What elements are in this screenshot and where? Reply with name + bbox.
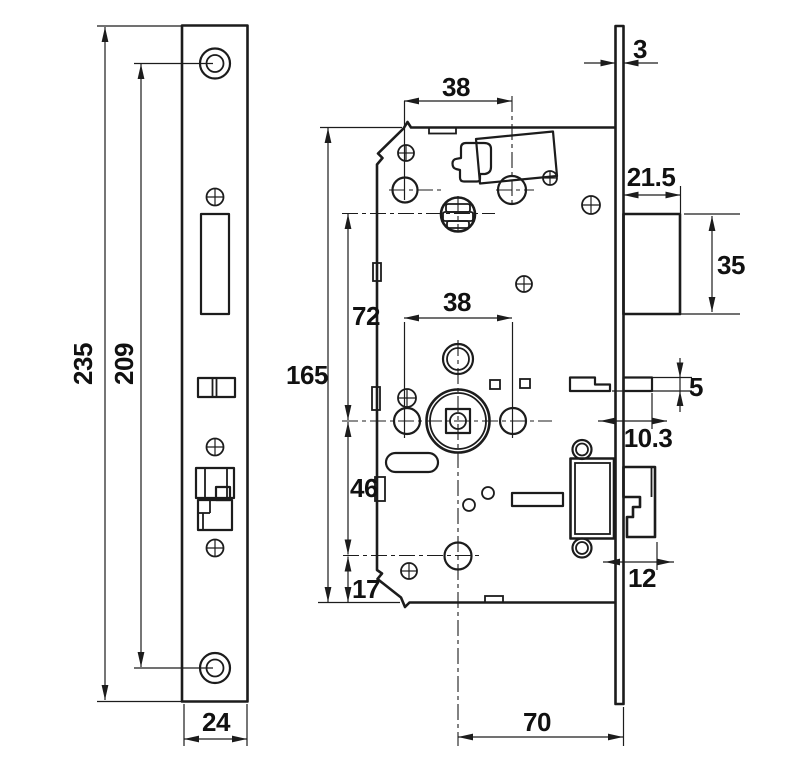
fixing-hole — [496, 174, 528, 206]
slide-bar — [510, 491, 565, 508]
small-square-port — [489, 379, 501, 390]
indicator-window — [196, 376, 237, 399]
dimension-cylinder-to-spindle: 72 — [344, 214, 380, 420]
screw-icon — [205, 187, 225, 207]
lock-body-side-view — [342, 24, 682, 746]
dimension-spindle-to-deadbolt: 46 — [344, 422, 378, 555]
lock-case-outline — [375, 120, 616, 609]
faceplate-edge-view — [614, 24, 625, 706]
spindle-follower — [425, 388, 491, 454]
deadlocking-pin-head — [622, 376, 654, 393]
screw-icon — [515, 275, 533, 293]
dim-label-body-height: 165 — [286, 360, 328, 390]
dimension-faceplate-thickness: 3 — [584, 34, 658, 67]
dimension-pin-height: 5 — [612, 358, 704, 412]
screw-icon — [581, 195, 601, 215]
dim-label-backset: 70 — [523, 707, 551, 737]
dim-label-cylinder-to-spindle: 72 — [352, 301, 380, 331]
top-tab — [428, 126, 457, 135]
dimension-backset: 70 — [458, 707, 625, 746]
screw-icon — [205, 437, 225, 457]
faceplate-front-view — [180, 24, 249, 703]
dimension-bolt-throw: 12 — [603, 542, 674, 593]
deadlocking-pin-body — [568, 376, 612, 393]
dimension-latch-height: 35 — [625, 213, 745, 315]
dim-label-latch-projection: 21.5 — [627, 162, 676, 192]
latch-cutout — [194, 466, 236, 532]
edge-tab — [372, 262, 382, 282]
edge-tab — [374, 476, 386, 502]
roller-bottom — [571, 537, 593, 559]
deadbolt-head — [622, 465, 657, 539]
pin-hole — [462, 498, 476, 512]
dim-label-spindle-spacing: 38 — [443, 287, 471, 317]
dimension-body-height: 165 — [286, 126, 402, 604]
dim-label-screw-hole-spacing: 209 — [109, 343, 139, 385]
dimension-bottom-margin: 17 — [344, 556, 380, 604]
dim-label-faceplate-height: 235 — [68, 343, 98, 385]
pin-hole — [481, 486, 495, 500]
faceplate-slot — [199, 212, 231, 316]
dim-label-faceplate-width: 24 — [202, 707, 231, 737]
dim-label-cylinder-spacing: 38 — [442, 72, 470, 102]
handle-hole-left — [392, 406, 422, 436]
screw-icon — [400, 562, 418, 580]
deadbolt-assembly — [569, 438, 657, 559]
dim-label-bolt-throw: 12 — [628, 563, 656, 593]
dimension-screw-hole-spacing: 209 — [109, 62, 213, 669]
dimension-faceplate-width: 24 — [183, 704, 248, 746]
side-view-dimensions: 38 38 165 72 46 — [286, 34, 745, 746]
dimension-pin-projection: 10.3 — [598, 393, 673, 453]
dimension-latch-projection: 21.5 — [623, 162, 682, 213]
dim-label-latch-height: 35 — [717, 250, 745, 280]
slot-cutout — [384, 451, 440, 474]
front-view-dimensions: 235 209 24 — [68, 25, 248, 746]
small-square-port — [519, 378, 531, 389]
screw-icon — [205, 538, 225, 558]
bottom-tab — [484, 595, 504, 604]
edge-tab — [371, 386, 381, 411]
dim-label-bottom-margin: 17 — [352, 574, 380, 604]
dim-label-spindle-to-deadbolt: 46 — [350, 473, 378, 503]
dimension-faceplate-height: 235 — [68, 25, 183, 703]
dim-label-pin-projection: 10.3 — [624, 423, 673, 453]
roller-top — [571, 438, 593, 461]
latch-bolt-head — [622, 212, 682, 316]
screw-icon — [542, 170, 558, 186]
dimension-spindle-spacing: 38 — [403, 287, 514, 438]
cable-grommet-inner — [446, 347, 470, 371]
cylinder-adjuster — [439, 196, 477, 233]
screw-icon — [397, 144, 415, 162]
lower-hole — [443, 541, 473, 571]
dim-label-pin-height: 5 — [689, 372, 703, 402]
dimension-cylinder-spacing-top: 38 — [403, 72, 512, 200]
cable-grommet — [441, 342, 475, 376]
dim-label-faceplate-thickness: 3 — [633, 34, 647, 64]
faceplate-outline — [180, 24, 249, 703]
cam-lever — [451, 141, 493, 183]
screw-icon — [397, 388, 417, 408]
